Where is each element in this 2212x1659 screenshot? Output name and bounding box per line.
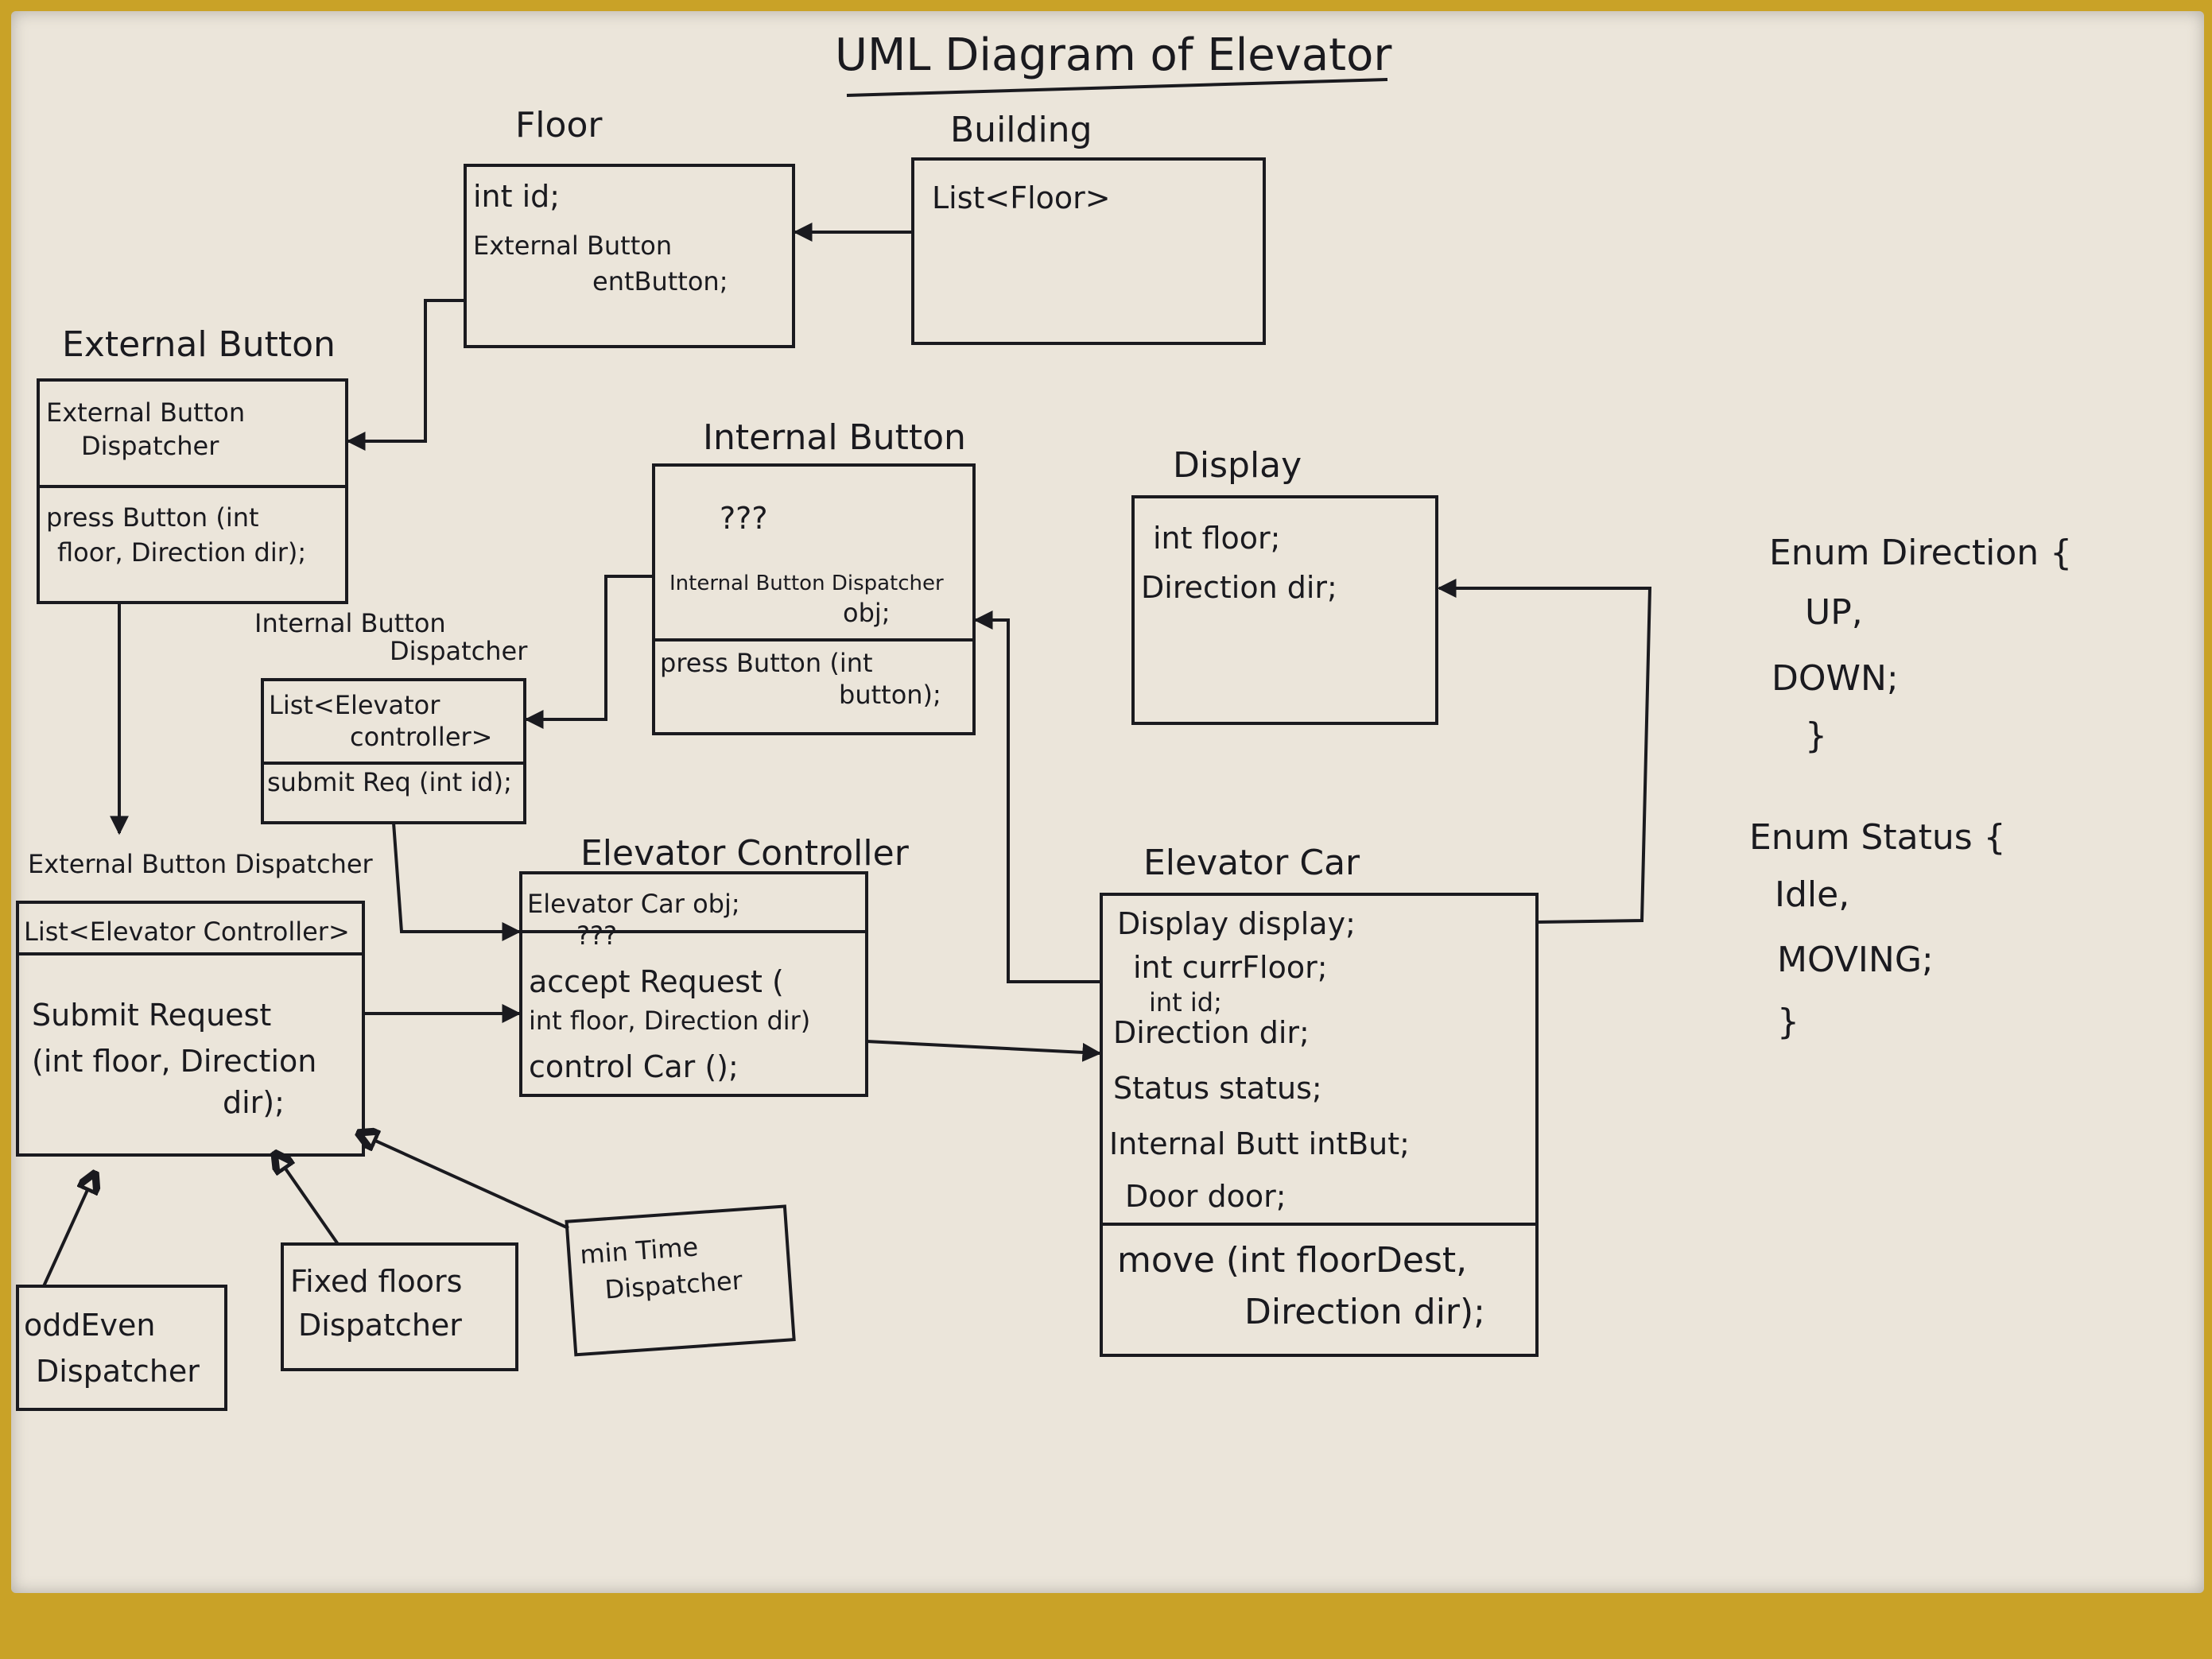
attribute: Door door; bbox=[1125, 1179, 1286, 1214]
class-name: Elevator Controller bbox=[580, 833, 910, 874]
class-internal-button-dispatcher: Internal Button Dispatcher List<Elevator… bbox=[254, 608, 528, 824]
attribute: Direction dir; bbox=[1113, 1015, 1310, 1050]
class-box bbox=[911, 157, 1266, 345]
class-box bbox=[1100, 893, 1539, 1357]
enum-line: DOWN; bbox=[1772, 658, 1899, 699]
attribute: int id; bbox=[1149, 987, 1222, 1017]
relation-elevator-car-to-internal-button bbox=[973, 610, 1101, 983]
attribute: int id; bbox=[473, 179, 560, 214]
method: Direction dir); bbox=[1244, 1292, 1485, 1332]
enum-line: } bbox=[1777, 1002, 1799, 1042]
attribute: ??? bbox=[720, 501, 768, 536]
attribute: controller> bbox=[350, 722, 492, 752]
class-box bbox=[37, 378, 348, 604]
attribute: Elevator Car obj; bbox=[527, 889, 740, 919]
class-name: Dispatcher bbox=[298, 1308, 462, 1343]
relation-internal-dispatcher-to-controller bbox=[392, 822, 522, 941]
class-external-button-dispatcher: External Button Dispatcher List<Elevator… bbox=[16, 849, 374, 1157]
class-odd-even-dispatcher: oddEven Dispatcher bbox=[16, 1285, 227, 1411]
attribute: List<Elevator Controller> bbox=[24, 917, 350, 947]
class-elevator-controller: Elevator Controller Elevator Car obj; ??… bbox=[519, 833, 910, 1097]
class-name: Display bbox=[1173, 445, 1302, 486]
class-external-button: External Button External Button Dispatch… bbox=[37, 324, 348, 604]
class-box bbox=[519, 871, 868, 1097]
relation-internal-button-to-dispatcher bbox=[524, 575, 654, 729]
class-name: External Button Dispatcher bbox=[28, 849, 374, 879]
enum-direction: Enum Direction { UP, DOWN; } bbox=[1769, 533, 2072, 756]
attribute: List<Floor> bbox=[932, 180, 1111, 215]
relation-elevator-car-to-display bbox=[1437, 579, 1652, 924]
inheritance-min-time bbox=[358, 1133, 569, 1230]
class-name: Elevator Car bbox=[1143, 843, 1360, 883]
attribute: External Button bbox=[46, 397, 245, 428]
inheritance-fixed-floors bbox=[274, 1153, 340, 1246]
class-box bbox=[281, 1242, 518, 1371]
class-name: min Time bbox=[579, 1231, 699, 1269]
class-box bbox=[565, 1204, 796, 1357]
class-name: Internal Button bbox=[703, 417, 966, 458]
class-name: Internal Button bbox=[254, 608, 446, 638]
class-box bbox=[16, 1285, 227, 1411]
inheritance-odd-even bbox=[42, 1173, 95, 1287]
enum-line: UP, bbox=[1805, 592, 1863, 633]
attribute: List<Elevator bbox=[269, 690, 440, 720]
class-name: Building bbox=[950, 110, 1092, 150]
diagram-title: UML Diagram of Elevator bbox=[835, 29, 1392, 81]
method: submit Req (int id); bbox=[267, 767, 512, 797]
title-underline bbox=[846, 78, 1388, 97]
method: move (int floorDest, bbox=[1117, 1240, 1467, 1281]
method: accept Request ( bbox=[529, 964, 784, 999]
enum-line: MOVING; bbox=[1777, 940, 1934, 980]
class-name: Dispatcher bbox=[36, 1354, 200, 1389]
method: (int floor, Direction bbox=[32, 1044, 316, 1079]
method: control Car (); bbox=[529, 1049, 739, 1084]
class-name: Fixed floors bbox=[290, 1264, 462, 1299]
class-name: Dispatcher bbox=[603, 1265, 743, 1304]
class-name: Dispatcher bbox=[390, 636, 528, 666]
class-fixed-floors-dispatcher: Fixed floors Dispatcher bbox=[281, 1242, 518, 1371]
method: button); bbox=[839, 680, 941, 710]
method: Submit Request bbox=[32, 998, 271, 1033]
attribute: External Button bbox=[473, 231, 672, 261]
method: int floor, Direction dir) bbox=[529, 1006, 810, 1036]
attribute: Direction dir; bbox=[1141, 570, 1337, 605]
attribute: Status status; bbox=[1113, 1071, 1322, 1106]
attribute: ??? bbox=[576, 921, 617, 951]
attribute: obj; bbox=[843, 598, 891, 628]
attribute: Dispatcher bbox=[81, 431, 219, 461]
attribute: Internal Button Dispatcher bbox=[669, 572, 944, 595]
method: floor, Direction dir); bbox=[57, 537, 306, 568]
class-name: External Button bbox=[62, 324, 336, 365]
class-min-time-dispatcher: min Time Dispatcher bbox=[565, 1204, 796, 1357]
relation-controller-to-elevator-car bbox=[866, 1040, 1102, 1062]
attribute: Display display; bbox=[1117, 906, 1356, 941]
enum-line: Enum Direction { bbox=[1769, 533, 2072, 573]
class-display: Display int floor; Direction dir; bbox=[1131, 445, 1438, 725]
enum-status: Enum Status { Idle, MOVING; } bbox=[1749, 817, 2006, 1042]
class-building: Building List<Floor> bbox=[911, 110, 1266, 345]
class-box bbox=[464, 164, 795, 348]
class-box bbox=[1131, 495, 1438, 725]
class-floor: Floor int id; External Button entButton; bbox=[464, 105, 795, 348]
attribute: int floor; bbox=[1153, 521, 1280, 556]
method: press Button (int bbox=[660, 648, 873, 678]
class-box bbox=[652, 463, 976, 735]
relation-floor-to-external-button bbox=[346, 299, 465, 451]
attribute: Internal Butt intBut; bbox=[1109, 1126, 1410, 1161]
method: press Button (int bbox=[46, 502, 259, 533]
class-name: Floor bbox=[515, 105, 603, 145]
class-name: oddEven bbox=[24, 1308, 155, 1343]
enum-line: Idle, bbox=[1775, 874, 1849, 915]
enum-line: Enum Status { bbox=[1749, 817, 2006, 858]
class-elevator-car: Elevator Car Display display; int currFl… bbox=[1100, 843, 1539, 1357]
class-box bbox=[16, 901, 365, 1157]
enum-line: } bbox=[1805, 715, 1827, 756]
paper-sheet bbox=[11, 11, 2204, 1593]
method: dir); bbox=[223, 1085, 285, 1120]
class-internal-button: Internal Button ??? Internal Button Disp… bbox=[652, 417, 976, 735]
attribute: entButton; bbox=[592, 266, 728, 297]
attribute: int currFloor; bbox=[1133, 950, 1328, 985]
